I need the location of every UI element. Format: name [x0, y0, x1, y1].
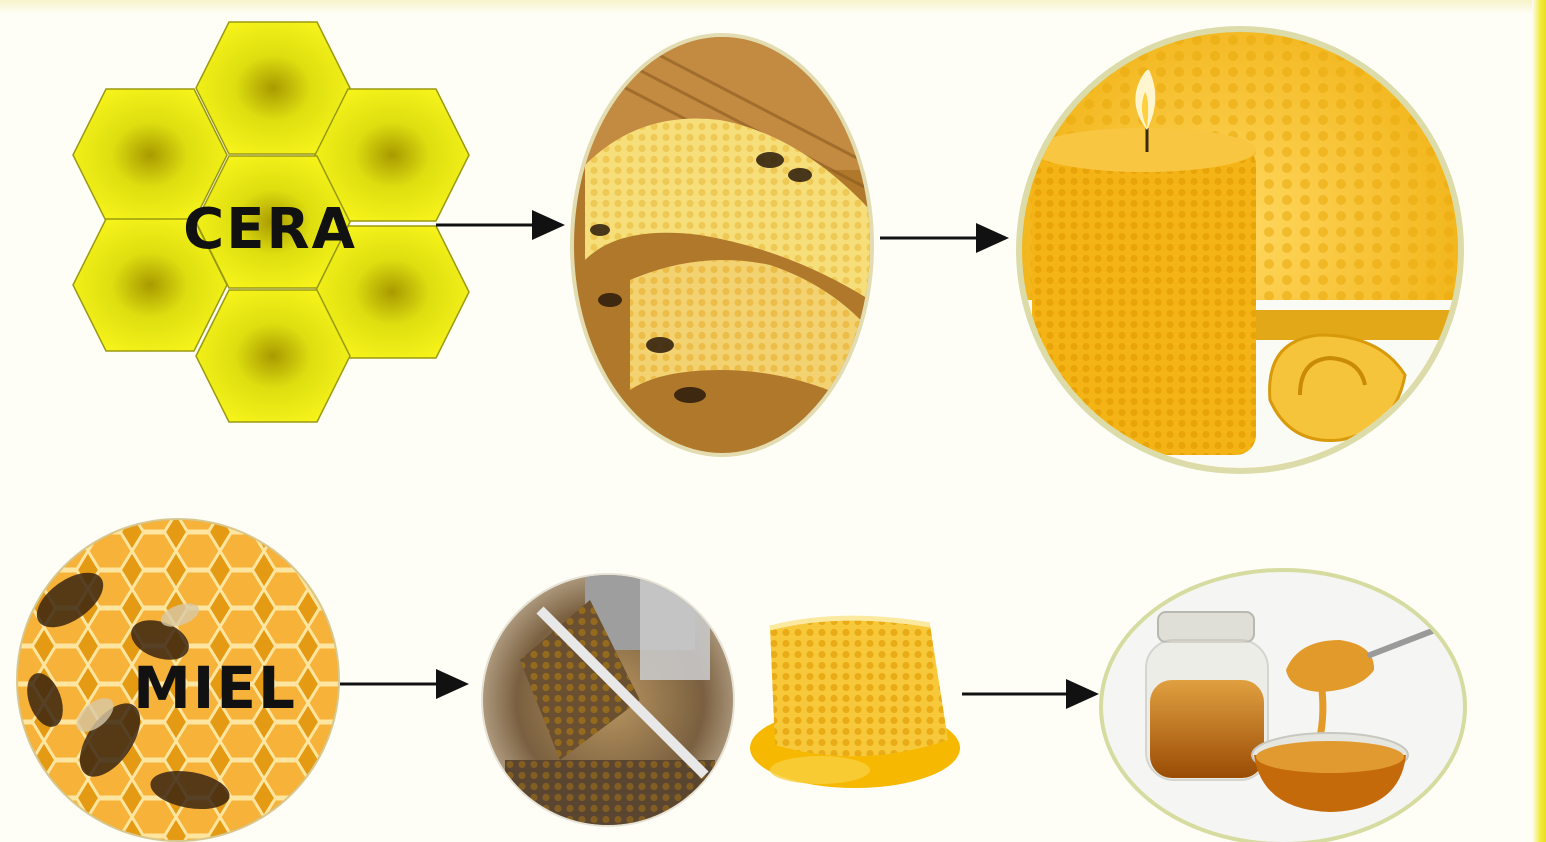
honey-bees-photo: MIEL — [15, 515, 345, 842]
honey-frame-photo — [480, 560, 740, 840]
honey-jar-photo — [1099, 565, 1470, 842]
beeswax-candle-photo — [1016, 26, 1464, 474]
wax-honeycomb-cluster: CERA — [73, 22, 469, 422]
honeycomb-piece-photo — [750, 618, 960, 788]
hexagon-icon — [196, 290, 350, 422]
wax-comb-photo — [560, 30, 880, 460]
wax-label: CERA — [183, 197, 357, 262]
honey-label: MIEL — [133, 654, 297, 722]
